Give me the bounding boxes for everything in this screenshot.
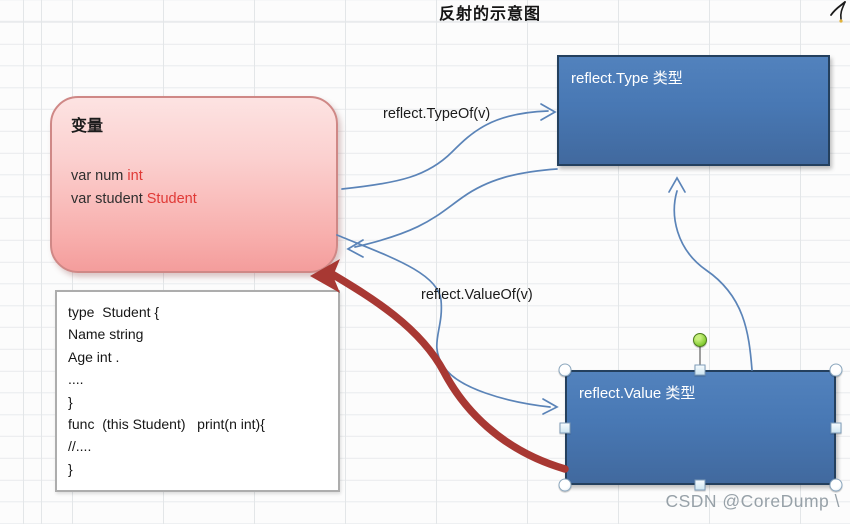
rotation-handle[interactable] — [693, 333, 707, 347]
type-to-variable-connector[interactable] — [346, 168, 558, 258]
selection-handle-top-left[interactable] — [558, 363, 572, 377]
selection-handle-middle-left[interactable] — [559, 422, 571, 434]
reflect-type-shape[interactable]: reflect.Type 类型 — [557, 55, 830, 166]
code-line: .... — [68, 371, 84, 388]
variable-line-1: var num int — [71, 165, 336, 188]
var-line1-prefix: var num — [71, 168, 128, 184]
code-shape[interactable]: type Student { Name string Age int . ...… — [55, 290, 340, 492]
variable-line-2: var student Student — [71, 188, 336, 211]
valueof-connector[interactable] — [336, 234, 559, 415]
variable-shape[interactable]: 变量 var num int var student Student — [50, 96, 338, 273]
selection-handle-middle-right[interactable] — [830, 422, 842, 434]
selection-handle-top-right[interactable] — [829, 363, 843, 377]
code-line: Age int . — [68, 348, 120, 365]
valueof-connector-label: reflect.ValueOf(v) — [421, 287, 533, 303]
code-line: Name string — [68, 326, 144, 343]
code-line: //.... — [68, 438, 92, 455]
code-line: } — [68, 393, 73, 410]
cursor-icon — [830, 1, 846, 23]
var-line2-prefix: var student — [71, 191, 147, 207]
code-line: type Student { — [68, 304, 160, 320]
value-to-type-connector[interactable] — [668, 176, 753, 371]
variable-heading: 变量 — [71, 118, 104, 135]
watermark: CSDN @CoreDump \ — [665, 491, 840, 511]
reflect-type-label: reflect.Type 类型 — [571, 70, 683, 87]
selection-handle-bottom-left[interactable] — [558, 478, 572, 492]
var-line1-type: int — [127, 168, 143, 184]
selection-handle-bottom-right[interactable] — [829, 478, 843, 492]
reflect-value-shape[interactable]: reflect.Value 类型 — [565, 370, 836, 485]
code-line: } — [68, 460, 73, 477]
var-line2-type: Student — [146, 191, 197, 207]
page-title: 反射的示意图 — [438, 6, 541, 23]
typeof-connector-label: reflect.TypeOf(v) — [383, 106, 491, 122]
reflect-value-label: reflect.Value 类型 — [579, 385, 696, 402]
selection-handle-top-center[interactable] — [694, 364, 706, 376]
selection-handle-bottom-center[interactable] — [694, 479, 706, 491]
code-line: func (this Student) print(n int){ — [68, 416, 265, 433]
